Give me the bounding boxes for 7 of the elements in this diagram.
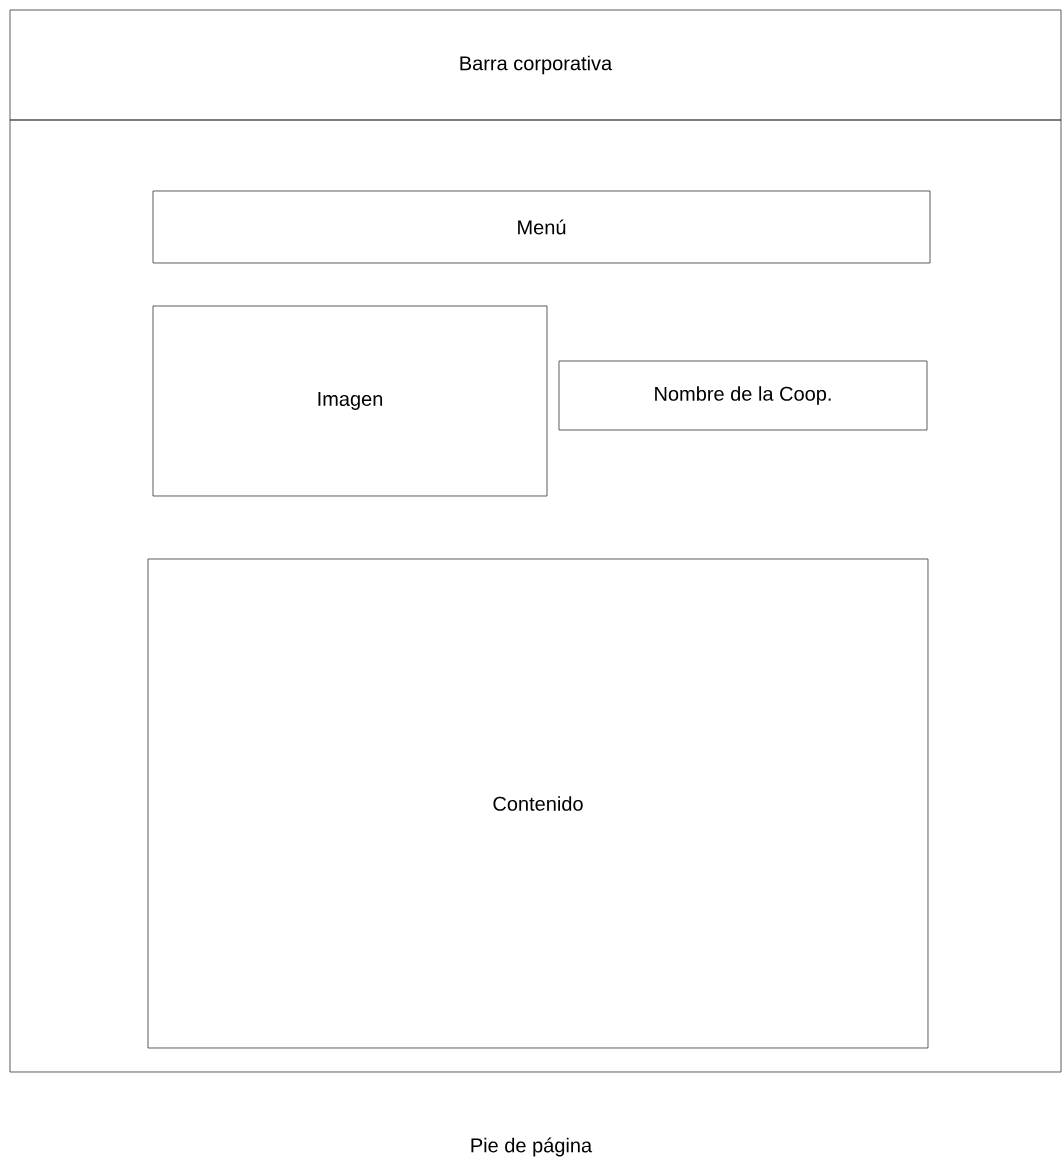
layout-box: Menú — [152, 190, 931, 264]
layout-box: Imagen — [152, 305, 548, 497]
page-frame — [9, 119, 1062, 1073]
layout-box: Contenido — [147, 558, 929, 1049]
footer-text: Pie de página — [471, 1137, 593, 1157]
header-bar: Barra corporativa — [9, 9, 1062, 121]
layout-box: Nombre de la Coop. — [558, 360, 928, 431]
